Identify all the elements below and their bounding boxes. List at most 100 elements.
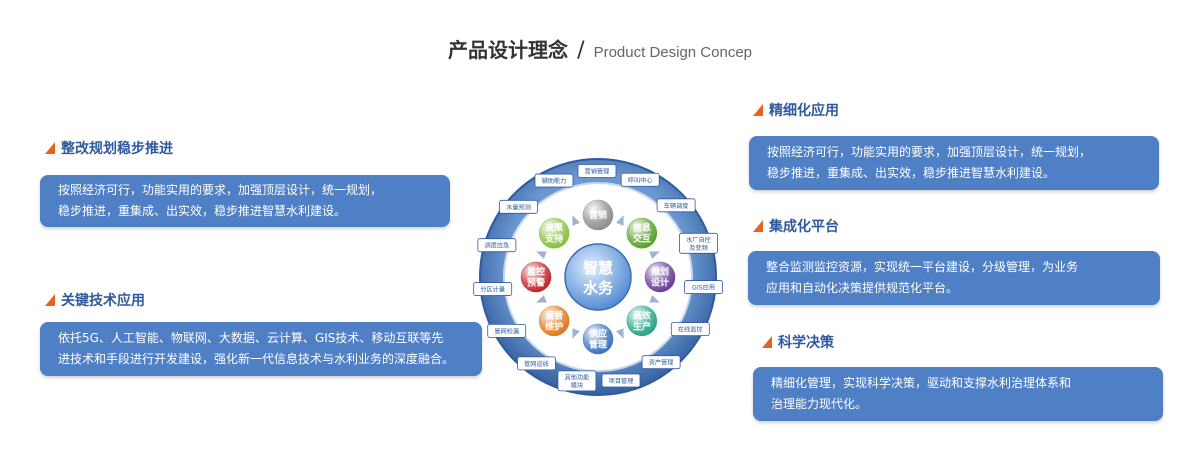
inner-node-label: 生产 [633,320,651,332]
inner-node-label: 支持 [544,233,563,245]
inner-node-gloss [521,262,551,292]
section-box-left-1: 按照经济可行，功能实用的要求，加强顶层设计，统一规划， 稳步推进，重集成、出实效… [40,175,450,227]
ring-tag: 在线监控 [670,322,710,337]
inner-node-gloss [583,324,613,354]
ring-tag-label: 模块 [571,381,583,389]
ring-tag-label: 管网巡线 [524,360,549,368]
ring-tag-label: 调度应急 [485,242,510,250]
section-title-right-2: 集成化平台 [753,216,839,236]
ring-tag-box [487,323,527,338]
ring-tag-box [670,322,710,337]
flow-arrow [649,295,660,303]
inner-node-label: 营销 [589,209,607,221]
ring-tag-box [656,198,696,213]
section-title-right-1: 精细化应用 [753,100,839,120]
inner-node-label: 监控 [527,266,545,278]
ring-tag-box [601,373,641,388]
section-box-right-3: 精细化管理，实现科学决策，驱动和支撑水利治理体系和 治理能力现代化。 [753,367,1163,421]
ring-tag-label: 其他功能 [565,373,590,381]
flow-arrows [536,215,660,339]
inner-node-label: 规划 [651,266,669,278]
inner-node-gloss [583,200,613,230]
inner-node-label: 交互 [633,233,651,245]
ring-tag: 资产管理 [641,355,681,370]
ring-tag-label: 分区计量 [480,286,505,294]
ring-tag: GIS应用 [684,280,723,294]
triangle-icon [45,142,55,154]
ring-tag: 车辆调度 [656,198,696,213]
section-box-right-2: 整合监测监控资源，实现统一平台建设，分级管理，为业务 应用和自动化决策提供规范化… [748,251,1160,305]
ring-tag-box [641,355,681,370]
ring-tag-label: 及变频 [689,244,708,252]
ring-tag-box [684,280,723,294]
flow-arrow [536,295,547,303]
triangle-icon [753,104,763,116]
ring-tag-label: 呼叫中心 [628,176,653,184]
ring-tag-label: 营销管理 [585,168,610,176]
ring-tag-label: GIS应用 [692,284,715,292]
inner-node-gloss [645,262,675,292]
triangle-icon [45,294,55,306]
ring-tag: 管网巡线 [517,356,556,371]
inner-node-gloss [539,305,570,336]
ring-tag-box [557,370,597,392]
page-subtitle: Product Design Concep [593,44,753,61]
ring-tag-label: 辅助能力 [542,177,567,185]
flow-arrow [572,215,580,226]
inner-node-gloss [539,218,570,249]
ring-tag-box [534,173,574,188]
title-separator: / [577,38,585,63]
ring-tag-label: 水厂自控 [686,236,711,244]
ring-tag-box [620,172,660,187]
inner-node-label: 管理 [589,339,607,351]
ring-tag-box [679,232,718,254]
inner-node-gloss [626,305,657,336]
inner-node-label: 供应 [588,328,607,340]
ring-tag: 呼叫中心 [620,172,660,187]
ring-tag-label: 车辆调度 [664,202,689,210]
ring-tag-label: 水量预测 [506,203,531,211]
flow-arrow [616,328,624,339]
section-box-left-2: 依托5G、人工智能、物联网、大数据、云计算、GIS技术、移动互联等先 进技术和手… [40,322,482,376]
inner-node-label: 高效 [633,309,652,321]
section-box-right-1: 按照经济可行，功能实用的要求，加强顶层设计，统一规划， 稳步推进，重集成、出实效… [749,136,1159,190]
inner-node-label: 预警 [527,277,545,289]
page-title: 产品设计理念 [447,38,568,62]
inner-node-gloss [626,218,657,249]
ring-tag-label: 在线监控 [678,326,703,334]
flow-arrow [649,251,660,259]
center-hub [564,243,632,311]
flow-arrow [572,328,580,339]
ring-tag-label: 管网检漏 [494,327,519,335]
ring-tag-box [477,238,517,253]
triangle-icon [762,336,772,348]
center-label: 水务 [583,279,614,297]
ring-tag: 营销管理 [577,164,617,178]
ring-tag: 辅助能力 [534,173,574,188]
ring-tag: 调度应急 [477,238,517,253]
ring-tags: 营销管理呼叫中心车辆调度水厂自控及变频GIS应用在线监控资产管理项目管理其他功能… [473,164,723,392]
center-label: 智慧 [583,259,613,277]
inner-node-label: 维护 [545,320,563,332]
flow-arrow [536,251,547,259]
flow-arrow [616,215,624,226]
ring-tag-box [517,356,556,371]
ring-tag: 水量预测 [499,199,538,214]
page-header: 产品设计理念 / Product Design Concep [0,34,1200,63]
ring-tag: 管网检漏 [487,323,527,338]
ring-tag-box [499,199,538,214]
ring-tag: 项目管理 [601,373,641,388]
ring-tag-box [473,282,513,296]
ring-tag-box [577,164,617,178]
section-title-left-2: 关键技术应用 [45,290,145,310]
